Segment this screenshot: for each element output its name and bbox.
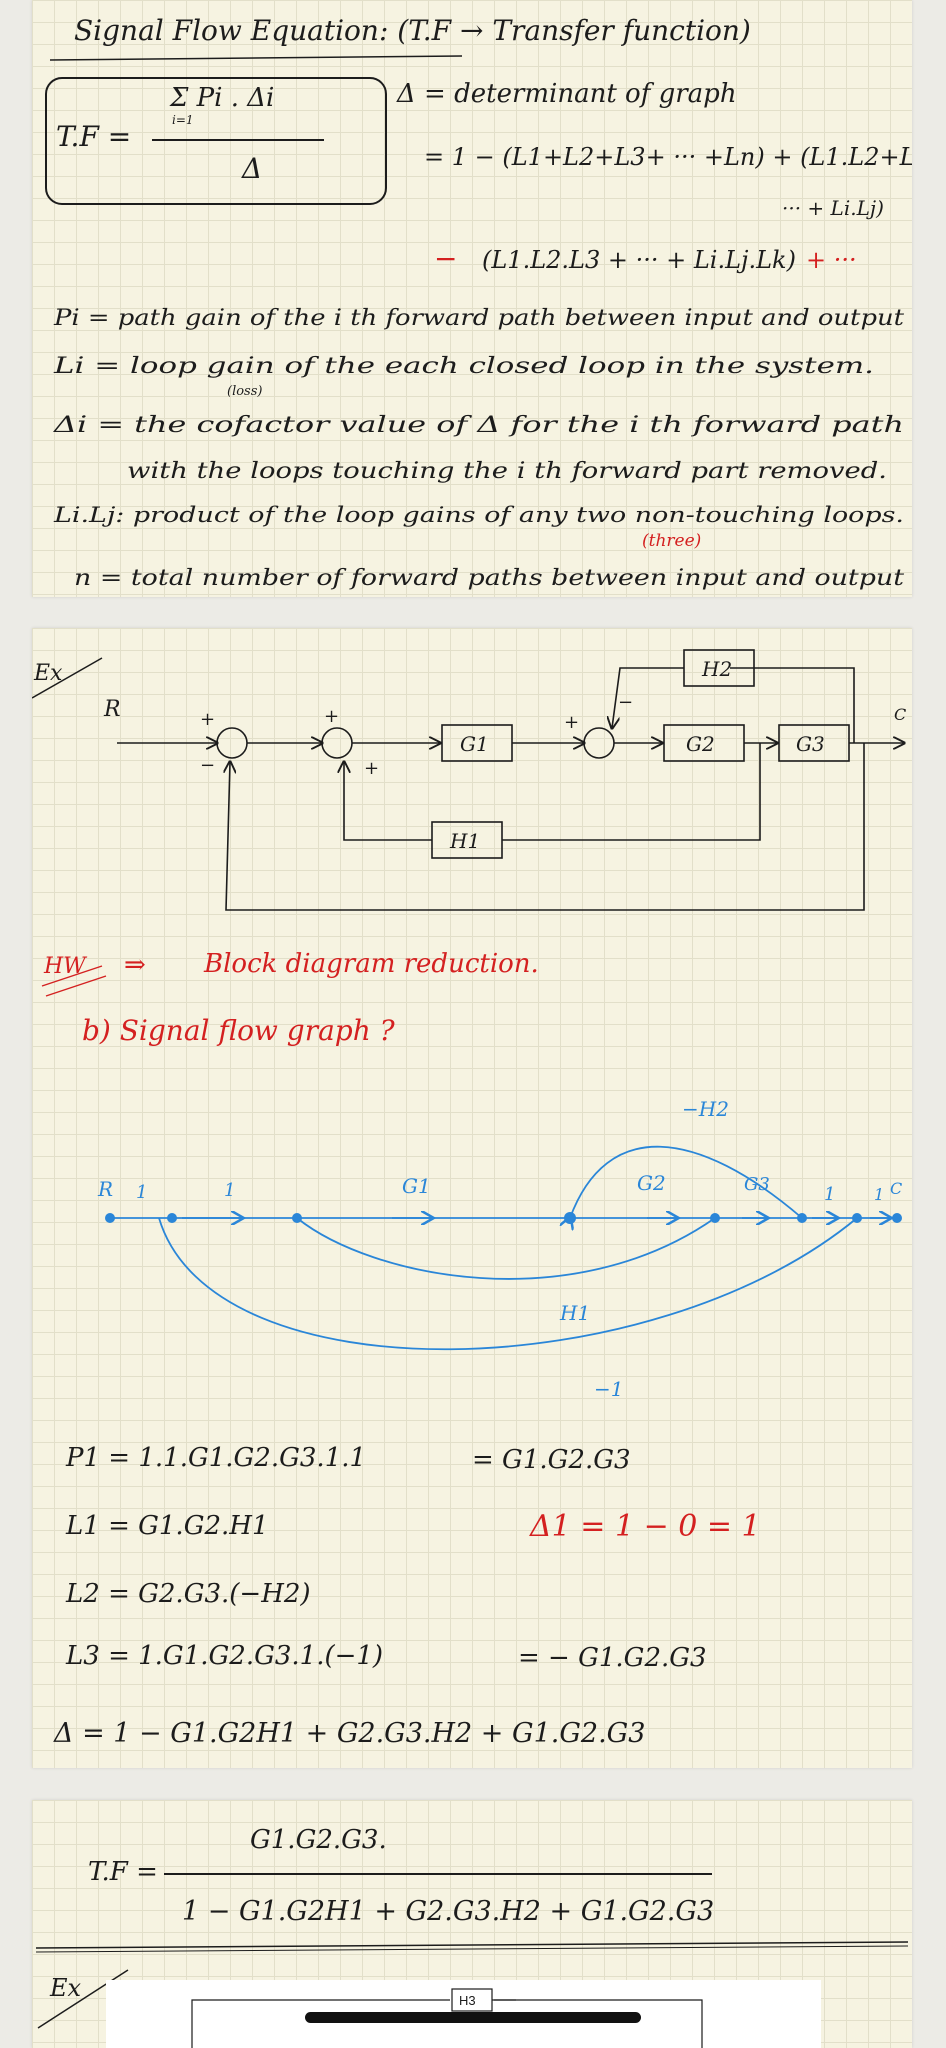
def-loop-gain: Li = loop gain of the each closed loop i… (53, 354, 874, 379)
delta-definition: Δ = determinant of graph (396, 79, 737, 109)
heading: Signal Flow Equation: (T.F → Transfer fu… (74, 14, 751, 47)
def-loop-gain-note: (loss) (227, 384, 262, 399)
eq-forward-path: P1 = 1.1.G1.G2.G3.1.1 (65, 1443, 366, 1473)
implies-arrow: ⇒ (124, 950, 146, 980)
sfg-label-r: R (97, 1177, 113, 1201)
homework-part-a: Block diagram reduction. (203, 949, 539, 979)
block-h1-label: H1 (449, 829, 480, 853)
block-h3 (451, 1988, 493, 2012)
sfg-loop-h1: H1 (559, 1301, 590, 1325)
sign-plus-1: + (200, 709, 215, 730)
block-g3-label: G3 (796, 732, 825, 756)
delta-line-2: ··· + Li.Lj) (782, 196, 884, 220)
block-g1-label: G1 (460, 732, 489, 756)
tf-formula-box (45, 77, 387, 205)
block-g2-label: G2 (686, 732, 715, 756)
block-h3-label: H3 (459, 1993, 476, 2008)
def-num-paths: n = total number of forward paths betwee… (74, 566, 904, 591)
sign-plus-4: + (564, 712, 579, 733)
notes-page-1: Signal Flow Equation: (T.F → Transfer fu… (32, 0, 912, 597)
delta-line-3-tail: + ··· (806, 246, 857, 274)
final-tf-denominator: 1 − G1.G2H1 + G2.G3.H2 + G1.G2.G3 (182, 1896, 714, 1927)
sfg-nodes (105, 1212, 902, 1224)
sfg-node-r (105, 1213, 115, 1223)
sfg-node-c (892, 1213, 902, 1223)
sfg-node (167, 1213, 177, 1223)
def-path-gain: Pi = path gain of the i th forward path … (53, 306, 904, 331)
def-cofactor-2: with the loops touching the i th forward… (127, 459, 887, 484)
eq-loop-2: L2 = G2.G3.(−H2) (65, 1579, 311, 1609)
sfg-label-c: C (890, 1179, 902, 1198)
sign-plus-3: + (364, 758, 379, 779)
sfg-branch-g1: G1 (402, 1174, 431, 1198)
eq-cofactor-1: Δ1 = 1 − 0 = 1 (529, 1509, 761, 1544)
summing-junction-2 (321, 727, 353, 759)
notes-page-2: Ex R C (32, 628, 912, 1768)
eq-loop-3-result: = − G1.G2.G3 (518, 1643, 707, 1673)
sfg-loop-unity: −1 (594, 1377, 623, 1401)
block-diagram (117, 649, 904, 911)
sfg-branch-g2: G2 (637, 1171, 666, 1195)
tf-denominator: Δ (241, 152, 262, 185)
final-tf-numerator: G1.G2.G3. (250, 1825, 387, 1855)
def-cofactor-1: Δi = the cofactor value of Δ for the i t… (53, 413, 904, 438)
block-input-label: R (103, 697, 121, 722)
sign-minus-1: − (200, 755, 215, 776)
delta-line-3: (L1.L2.L3 + ··· + Li.Lj.Lk) (482, 246, 796, 274)
example-2-label: Ex (49, 1974, 82, 2002)
homework-part-b: b) Signal flow graph ? (82, 1014, 396, 1047)
sign-minus-2: − (618, 692, 633, 713)
block-h2-label: H2 (701, 657, 732, 681)
eq-loop-1: L1 = G1.G2.H1 (65, 1511, 269, 1541)
delta-line-1: = 1 − (L1+L2+L3+ ··· +Ln) + (L1.L2+L1.L3… (424, 143, 912, 171)
sfg-node (852, 1213, 862, 1223)
sfg-branch-3: 1 (824, 1184, 835, 1205)
sfg-branch-1: 1 (136, 1182, 147, 1203)
sfg-node (292, 1213, 302, 1223)
summing-junction-3 (583, 727, 615, 759)
summing-junction-1 (216, 727, 248, 759)
tf-numerator: Σ Pi . Δi (169, 83, 274, 113)
sfg-branch-4: 1 (874, 1185, 884, 1204)
sfg-branch-g3: G3 (744, 1174, 770, 1195)
final-tf-label: T.F = (88, 1857, 158, 1887)
eq-determinant: Δ = 1 − G1.G2H1 + G2.G3.H2 + G1.G2.G3 (53, 1718, 645, 1749)
sfg-branch-2: 1 (224, 1180, 235, 1201)
eq-loop-3: L3 = 1.G1.G2.G3.1.(−1) (65, 1641, 383, 1671)
page-1-canvas: Signal Flow Equation: (T.F → Transfer fu… (45, 14, 912, 591)
home-indicator-bar[interactable] (305, 2012, 641, 2023)
sfg-node (564, 1212, 576, 1224)
page-3-canvas: T.F = G1.G2.G3. 1 − G1.G2H1 + G2.G3.H2 +… (35, 1825, 909, 2048)
tf-sum-lower: i=1 (172, 113, 194, 127)
homework-label: HW (43, 954, 88, 979)
page-2-canvas: Ex R C (32, 649, 906, 1749)
sfg-node (710, 1213, 720, 1223)
def-nontouching-note: (three) (642, 531, 701, 551)
delta-line-3-sign: − (434, 242, 457, 275)
sfg-node (797, 1213, 807, 1223)
sign-plus-2: + (324, 706, 339, 727)
example-label: Ex (33, 661, 63, 686)
sfg-loop-h2: −H2 (682, 1097, 729, 1121)
eq-forward-path-result: = G1.G2.G3 (472, 1445, 631, 1475)
block-output-label: C (894, 705, 906, 724)
tf-label: T.F = (56, 120, 131, 153)
signal-flow-graph (110, 1145, 897, 1351)
def-nontouching: Li.Lj: product of the loop gains of any … (53, 503, 904, 527)
notes-page-3: T.F = G1.G2.G3. 1 − G1.G2H1 + G2.G3.H2 +… (32, 1800, 912, 2048)
